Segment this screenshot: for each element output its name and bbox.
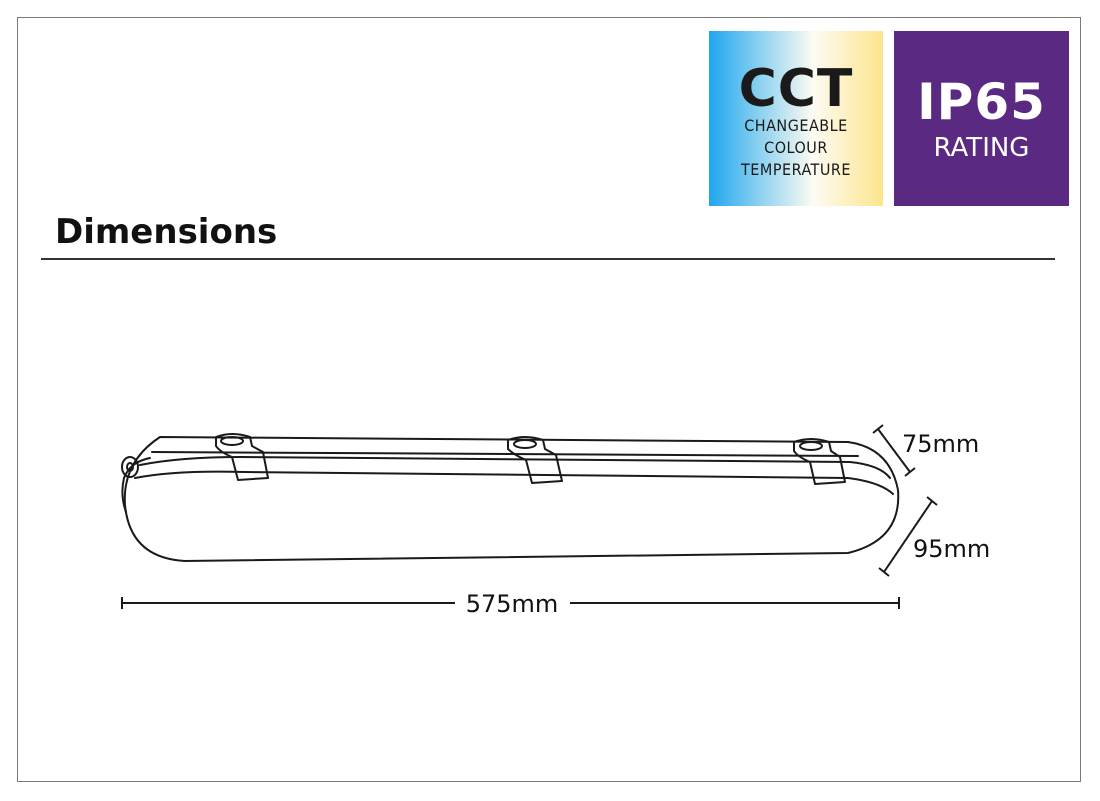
page-frame <box>17 17 1081 782</box>
end-cap <box>121 457 151 513</box>
cct-line-2: COLOUR <box>764 137 828 157</box>
cable-gland <box>121 456 139 478</box>
length-label: 575mm <box>466 590 559 618</box>
length-dimension-line <box>121 597 900 609</box>
cct-headline: CCT <box>738 58 854 119</box>
cable-gland-inner <box>126 462 134 472</box>
width-label: 95mm <box>913 535 990 563</box>
ip-subline: RATING <box>933 132 1030 163</box>
light-fixture-outline <box>121 433 900 562</box>
height-dimension-line <box>872 424 916 477</box>
fixture-body <box>123 436 900 562</box>
cct-line-3: TEMPERATURE <box>741 159 851 179</box>
width-dimension-line <box>878 496 938 577</box>
section-divider <box>41 258 1055 260</box>
cct-line-1: CHANGEABLE <box>744 115 848 135</box>
cct-badge: CCT CHANGEABLE COLOUR TEMPERATURE <box>709 31 883 206</box>
mounting-clip-2 <box>507 436 563 484</box>
fixture-band-low <box>134 470 894 495</box>
mounting-clip-3 <box>793 438 846 485</box>
fixture-band-top <box>151 451 859 457</box>
ip-headline: IP65 <box>917 72 1046 131</box>
ip-rating-badge: IP65 RATING <box>894 31 1069 206</box>
section-title: Dimensions <box>55 212 278 252</box>
fixture-band-mid <box>139 456 891 479</box>
mounting-clip-1 <box>215 433 269 481</box>
height-label: 75mm <box>902 430 979 458</box>
